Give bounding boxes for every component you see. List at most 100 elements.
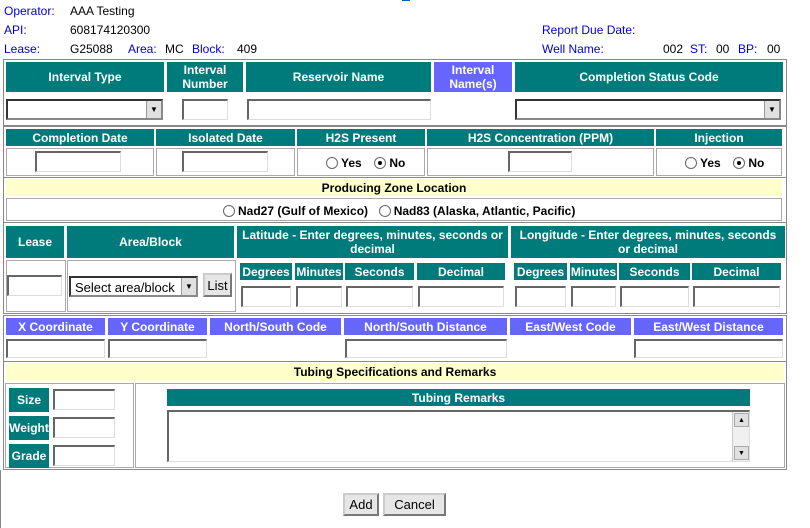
lon-decimal-input[interactable] <box>693 286 780 307</box>
lease-input[interactable] <box>7 275 62 296</box>
lat-degrees-header: Degrees <box>240 263 292 280</box>
lon-degrees-input[interactable] <box>515 286 566 307</box>
lat-minutes-input[interactable] <box>296 286 342 307</box>
lease-header: Lease <box>6 226 64 258</box>
isolated-date-input[interactable] <box>182 151 268 172</box>
lon-seconds-input[interactable] <box>620 286 689 307</box>
injection-radio-group: Yes No <box>685 155 764 170</box>
interval-type-header: Interval Type <box>6 62 164 92</box>
weight-input[interactable] <box>53 417 115 438</box>
st-value: 00 <box>716 42 730 56</box>
lon-minutes-input[interactable] <box>571 286 616 307</box>
report-due-label: Report Due Date: <box>542 23 636 37</box>
injection-no-label: No <box>748 155 765 170</box>
chevron-down-icon: ▼ <box>181 278 196 295</box>
completion-date-input[interactable] <box>35 151 121 172</box>
tubing-remarks-textarea[interactable]: ▲ ▼ <box>167 410 750 462</box>
lat-seconds-header: Seconds <box>345 263 414 280</box>
ns-distance-header: North/South Distance <box>344 318 507 335</box>
h2s-yes-radio[interactable] <box>326 156 338 169</box>
well-name-label: Well Name: <box>542 42 604 56</box>
nad27-radio[interactable] <box>223 204 235 217</box>
operator-label: Operator: <box>4 4 55 18</box>
size-input[interactable] <box>53 389 115 410</box>
injection-yes-label: Yes <box>700 155 721 170</box>
lat-seconds-input[interactable] <box>346 286 413 307</box>
operator-value: AAA Testing <box>70 4 135 18</box>
block-value: 409 <box>237 42 258 56</box>
title-fragment <box>402 0 410 1</box>
well-name-value: 002 <box>663 42 684 56</box>
st-label: ST: <box>690 42 708 56</box>
interval-type-select[interactable]: ▼ <box>6 99 163 120</box>
grade-input[interactable] <box>53 445 115 466</box>
h2s-present-radio-group: Yes No <box>326 155 405 170</box>
injection-header: Injection <box>656 129 782 146</box>
lat-decimal-header: Decimal <box>417 263 505 280</box>
scroll-down-icon[interactable]: ▼ <box>734 446 749 460</box>
reservoir-name-header: Reservoir Name <box>246 62 431 92</box>
ns-distance-input[interactable] <box>345 339 507 358</box>
lon-minutes-header: Minutes <box>570 263 617 280</box>
area-label: Area: <box>128 42 157 56</box>
lon-seconds-header: Seconds <box>619 263 690 280</box>
area-block-select[interactable]: Select area/block▼ <box>69 276 198 297</box>
latitude-header: Latitude - Enter degrees, minutes, secon… <box>237 226 508 258</box>
h2s-present-cell <box>297 148 425 176</box>
api-value: 608174120300 <box>70 23 151 37</box>
nad83-radio[interactable] <box>378 204 391 217</box>
block-label: Block: <box>192 42 225 56</box>
completion-status-select[interactable]: ▼ <box>515 99 781 120</box>
scroll-up-icon[interactable]: ▲ <box>734 413 749 427</box>
completion-status-header: Completion Status Code <box>515 62 783 92</box>
lat-degrees-input[interactable] <box>241 286 291 307</box>
x-coordinate-input[interactable] <box>6 339 105 358</box>
chevron-down-icon: ▼ <box>146 101 161 118</box>
area-block-header: Area/Block <box>67 226 234 258</box>
api-label: API: <box>4 23 27 37</box>
interval-names-header: Interval Name(s) <box>434 62 512 92</box>
ew-code-header: East/West Code <box>510 318 631 335</box>
h2s-no-radio[interactable] <box>374 156 387 169</box>
reservoir-name-input[interactable] <box>247 99 431 120</box>
grade-header: Grade <box>9 444 49 468</box>
lease-label: Lease: <box>4 42 41 56</box>
lease-value: G25088 <box>70 42 113 56</box>
add-button[interactable]: Add <box>343 493 379 516</box>
h2s-concentration-input[interactable] <box>508 151 572 172</box>
y-coordinate-input[interactable] <box>108 339 207 358</box>
injection-no-radio[interactable] <box>733 156 746 169</box>
interval-number-input[interactable] <box>182 99 228 120</box>
lon-degrees-header: Degrees <box>514 263 567 280</box>
remarks-scrollbar[interactable]: ▲ ▼ <box>732 412 749 461</box>
datum-radio-group: Nad27 (Gulf of Mexico) Nad83 (Alaska, At… <box>223 203 575 218</box>
h2s-present-header: H2S Present <box>297 129 425 146</box>
producing-zone-header: Producing Zone Location <box>6 179 782 196</box>
list-button[interactable]: List <box>203 273 232 297</box>
nad83-label: Nad83 (Alaska, Atlantic, Pacific) <box>393 203 576 218</box>
cancel-button[interactable]: Cancel <box>383 493 446 516</box>
size-header: Size <box>9 388 49 412</box>
y-coordinate-header: Y Coordinate <box>108 318 207 335</box>
nad27-label: Nad27 (Gulf of Mexico) <box>238 203 369 218</box>
completion-date-header: Completion Date <box>6 129 154 146</box>
h2s-concentration-header: H2S Concentration (PPM) <box>427 129 654 146</box>
bp-value: 00 <box>767 42 781 56</box>
injection-yes-radio[interactable] <box>685 156 697 169</box>
longitude-header: Longitude - Enter degrees, minutes, seco… <box>511 226 785 258</box>
lon-decimal-header: Decimal <box>692 263 781 280</box>
lat-decimal-input[interactable] <box>418 286 504 307</box>
ew-distance-header: East/West Distance <box>634 318 783 335</box>
weight-header: Weight <box>9 416 49 440</box>
ew-distance-input[interactable] <box>634 339 783 358</box>
zone-radio-cell <box>6 198 782 221</box>
injection-cell <box>656 148 782 176</box>
bp-label: BP: <box>738 42 758 56</box>
lat-minutes-header: Minutes <box>295 263 343 280</box>
h2s-no-label: No <box>389 155 406 170</box>
x-coordinate-header: X Coordinate <box>6 318 105 335</box>
interval-number-header: Interval Number <box>167 62 243 92</box>
page-frame-edge <box>0 470 1 528</box>
ns-code-header: North/South Code <box>210 318 341 335</box>
isolated-date-header: Isolated Date <box>156 129 295 146</box>
